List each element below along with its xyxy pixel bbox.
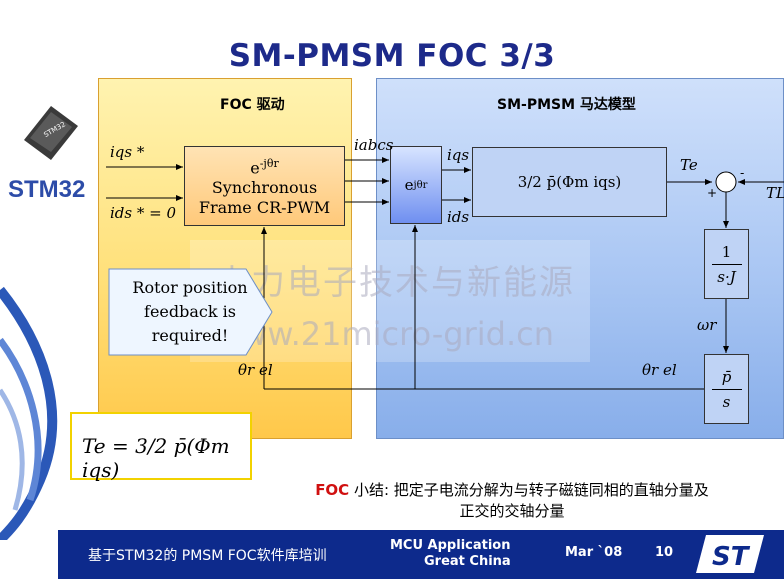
plus-sign: + (707, 186, 718, 200)
iq-label: iqs (447, 146, 470, 164)
fraction-line (711, 388, 742, 390)
rotation-base: e (404, 176, 414, 194)
pwm-line3: Frame CR-PWM (198, 198, 331, 218)
omega-label: ωr (697, 316, 717, 334)
note-text: Rotor position feedback is required! (132, 278, 248, 345)
footer-dept-line1: MCU Application (390, 538, 511, 553)
inertia-block: 1 s·J (704, 229, 749, 299)
slide-title: SM-PMSM FOC 3/3 (228, 38, 556, 74)
torque-expression: 3/2 p̄(Φm iqs) (517, 173, 622, 191)
summary-label: FOC (315, 481, 350, 499)
tl-label: TL (766, 184, 784, 202)
rotation-sup: jθr (413, 179, 428, 191)
foc-panel-label: FOC 驱动 (220, 97, 285, 113)
id-label: ids (447, 208, 470, 226)
st-logo-icon: ST (696, 533, 766, 575)
footer-dept-line2: Great China (424, 554, 511, 569)
torque-formula-box: Te = 3/2 p̄(Φm iqs) (70, 412, 252, 482)
theta-left-label: θr el (238, 361, 273, 379)
summary-line2: 正交的交轴分量 (459, 502, 565, 520)
watermark-url: www.21micro-grid.cn (215, 315, 555, 353)
chip-icon: STM32 (22, 104, 80, 162)
footer-left-bar (58, 530, 363, 579)
te-label: Te (680, 156, 698, 174)
pmsm-panel-label: SM-PMSM 马达模型 (497, 97, 636, 113)
minus-sign: - (740, 166, 745, 180)
footer-mid-bar (344, 530, 556, 579)
foc-drive-panel (98, 78, 352, 439)
footer-course-title: 基于STM32的 PMSM FOC软件库培训 (88, 548, 327, 564)
fraction-line (711, 263, 742, 265)
summary-line1: 小结: 把定子电流分解为与转子磁链同相的直轴分量及 (349, 481, 709, 499)
stm32-logo: STM32 (8, 176, 86, 203)
integrator-num: p̄ (721, 367, 732, 386)
iq-ref-label: iqs * (110, 143, 145, 161)
svg-text:ST: ST (712, 542, 751, 572)
pwm-block: e-jθr Synchronous Frame CR-PWM (184, 146, 345, 226)
footer-page-number: 10 (655, 545, 674, 560)
watermark-text: 中力电子技术与新能源 (215, 263, 575, 303)
iabc-label: iabcs (354, 136, 394, 154)
id-ref-label: ids * = 0 (110, 204, 177, 222)
decorative-swirl (0, 286, 58, 540)
pwm-exp-base: e (250, 158, 260, 178)
pwm-line2: Synchronous (211, 178, 318, 198)
pwm-exp-sup: -jθr (259, 156, 279, 170)
integrator-block: p̄ s (704, 354, 749, 424)
integrator-den: s (722, 392, 731, 411)
inertia-den: s·J (717, 267, 736, 286)
summary-text: FOC 小结: 把定子电流分解为与转子磁链同相的直轴分量及 正交的交轴分量 (272, 480, 752, 522)
rotor-feedback-note: Rotor position feedback is required! (108, 268, 273, 356)
inertia-num: 1 (721, 242, 732, 261)
torque-block: 3/2 p̄(Φm iqs) (472, 147, 667, 217)
footer-date: Mar `08 (565, 545, 623, 560)
torque-formula: Te = 3/2 p̄(Φm iqs) (82, 434, 230, 482)
theta-right-label: θr el (642, 361, 677, 379)
